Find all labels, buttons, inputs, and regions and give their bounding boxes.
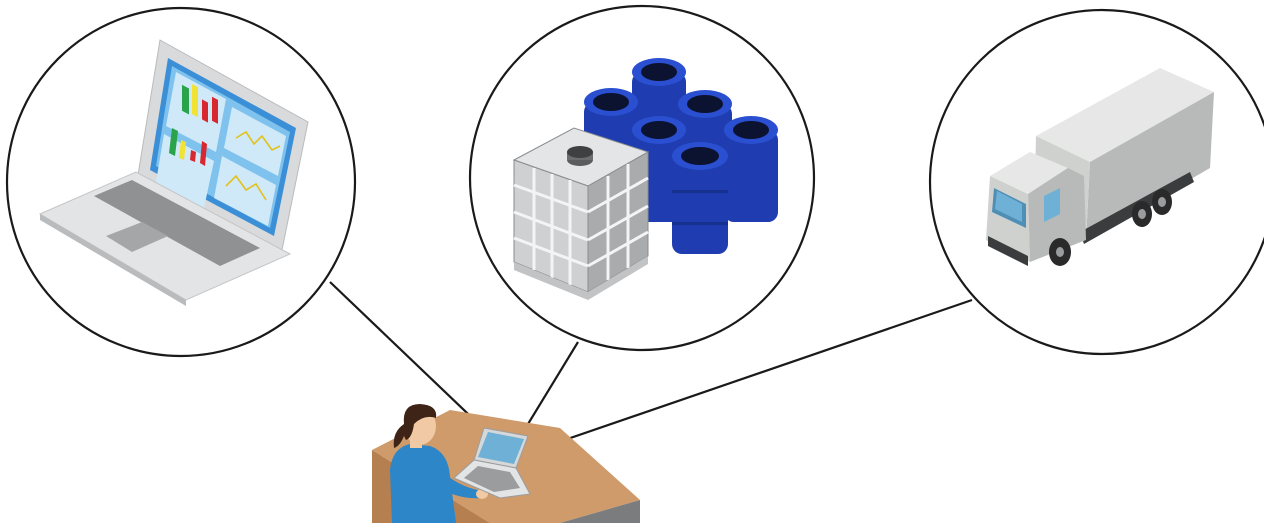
bubble-laptop: [7, 8, 355, 356]
bubble-containers: [470, 6, 814, 350]
ibc-tank-icon: [514, 128, 648, 300]
drum: [672, 142, 728, 254]
drum: [724, 116, 778, 222]
bubble-truck: [930, 10, 1264, 354]
person-at-desk: [372, 404, 640, 523]
